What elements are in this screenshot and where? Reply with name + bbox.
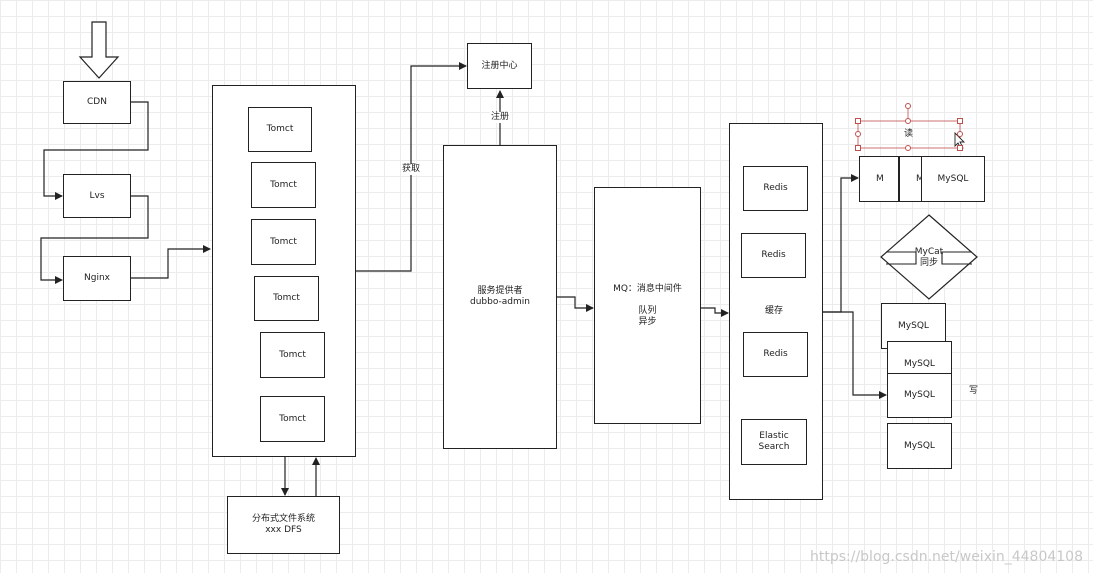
watermark-text: https://blog.csdn.net/weixin_44804108 xyxy=(809,549,1083,565)
rotate-handle[interactable] xyxy=(905,103,911,109)
tomcat-node[interactable]: Tomct xyxy=(248,107,312,152)
redis-node[interactable]: Redis xyxy=(743,166,808,211)
tomcat-node[interactable]: Tomct xyxy=(254,276,319,321)
register-edge-label: 注册 xyxy=(490,112,511,123)
selection-handle[interactable] xyxy=(905,145,911,151)
write-label: 写 xyxy=(969,386,979,396)
redis-node[interactable]: Redis xyxy=(743,332,808,377)
tomcat-node[interactable]: Tomct xyxy=(251,162,316,208)
entry-arrow xyxy=(78,21,120,79)
selection-handle[interactable] xyxy=(957,118,963,124)
edge-nginx-cluster xyxy=(131,245,211,279)
tomcat-node[interactable]: Tomct xyxy=(260,396,325,442)
selection-handle[interactable] xyxy=(855,118,861,124)
redis-node[interactable]: Redis xyxy=(741,233,806,278)
selection-handle[interactable] xyxy=(855,131,861,137)
mysql-node[interactable]: MySQL xyxy=(921,156,985,202)
cache-label: 缓存 xyxy=(765,306,784,316)
tomcat-node[interactable]: Tomct xyxy=(251,219,316,265)
nginx-node[interactable]: Nginx xyxy=(63,256,131,301)
service-provider-node[interactable]: 服务提供者 dubbo-admin xyxy=(443,145,557,449)
lvs-node[interactable]: Lvs xyxy=(63,174,131,218)
registry-node[interactable]: 注册中心 xyxy=(467,43,532,89)
edge-cache-mysql-stack xyxy=(823,311,887,399)
selection-handle[interactable] xyxy=(905,118,911,124)
edge-cache-mysql-top xyxy=(823,174,859,313)
selection-handle[interactable] xyxy=(855,145,861,151)
mq-node[interactable]: MQ：消息中间件 队列 异步 xyxy=(594,187,701,424)
mysql-node-partial[interactable]: M xyxy=(859,156,899,202)
dfs-node[interactable]: 分布式文件系统 xxx DFS xyxy=(227,496,340,554)
edge-provider-mq xyxy=(557,296,594,312)
mycat-label: MyCat 同步 xyxy=(914,247,944,268)
tomcat-node[interactable]: Tomct xyxy=(260,332,325,378)
fetch-edge-label: 获取 xyxy=(401,164,422,175)
elasticsearch-node[interactable]: Elastic Search xyxy=(741,419,807,465)
edge-cdn-lvs xyxy=(43,101,149,200)
mysql-node[interactable]: MySQL xyxy=(887,373,952,418)
cdn-node[interactable]: CDN xyxy=(63,81,131,124)
selection-handle[interactable] xyxy=(957,131,963,137)
mysql-node[interactable]: MySQL xyxy=(887,423,952,469)
edge-lvs-nginx xyxy=(40,195,149,284)
selection-handle[interactable] xyxy=(957,145,963,151)
mycat-diamond xyxy=(880,214,978,300)
edge-mq-cache xyxy=(701,307,729,317)
read-label[interactable]: 读 xyxy=(904,129,914,139)
